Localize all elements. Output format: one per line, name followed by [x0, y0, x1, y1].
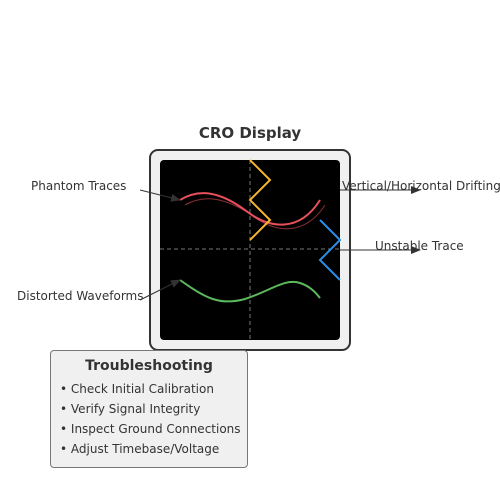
- phantom-trace-main: [179, 192, 321, 226]
- phantom-traces-label: Phantom Traces: [31, 179, 127, 193]
- distorted-waveforms-arrow: [139, 279, 181, 301]
- drifting-trace: [248, 159, 272, 241]
- display-title: CRO Display: [198, 124, 302, 142]
- troubleshooting-item: Inspect Ground Connections: [60, 419, 247, 439]
- troubleshooting-panel: Troubleshooting Check Initial Calibratio…: [50, 350, 248, 468]
- phantom-traces-arrow: [139, 189, 181, 202]
- distorted-waveforms-label: Distorted Waveforms: [17, 289, 144, 303]
- troubleshooting-item: Adjust Timebase/Voltage: [60, 439, 247, 459]
- unstable-trace: [318, 219, 342, 281]
- troubleshooting-list: Check Initial Calibration Verify Signal …: [51, 379, 247, 459]
- troubleshooting-item: Verify Signal Integrity: [60, 399, 247, 419]
- troubleshooting-item: Check Initial Calibration: [60, 379, 247, 399]
- distorted-waveform: [179, 279, 321, 303]
- unstable-trace-label: Unstable Trace: [375, 239, 464, 253]
- cro-screen: [160, 160, 340, 340]
- drifting-label: Vertical/Horizontal Drifting: [342, 179, 500, 193]
- troubleshooting-title: Troubleshooting: [85, 358, 213, 374]
- phantom-trace-ghost: [184, 198, 326, 230]
